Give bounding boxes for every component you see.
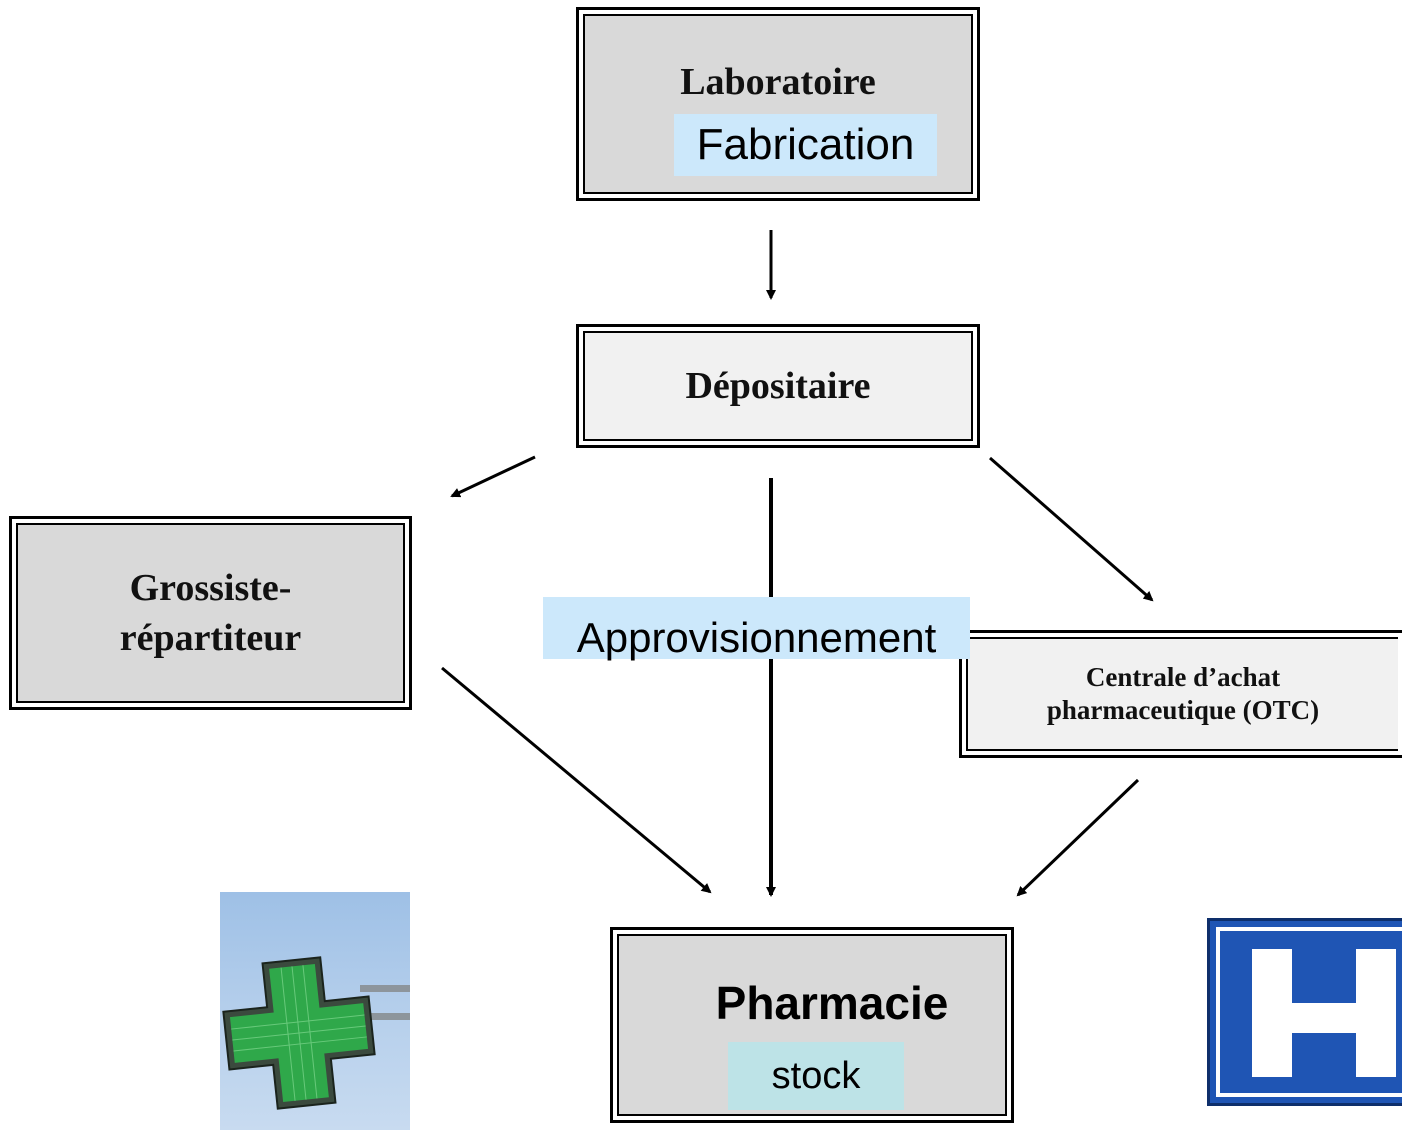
- laboratoire-title: Laboratoire: [680, 61, 876, 103]
- arrow-depositaire-to-grossiste: [450, 455, 536, 498]
- arrow-depositaire-to-centrale: [989, 456, 1154, 602]
- node-grossiste: Grossiste- répartiteur: [9, 516, 412, 710]
- hospital-h-sign-icon: [1216, 927, 1402, 1097]
- node-depositaire: Dépositaire: [576, 324, 980, 448]
- centrale-title-line2: pharmaceutique (OTC): [1046, 695, 1320, 725]
- pharmacy-cross-image: [220, 892, 410, 1130]
- node-centrale: Centrale d’achat pharmaceutique (OTC): [959, 630, 1402, 758]
- pharmacie-subtitle: stock: [728, 1042, 904, 1110]
- hospital-sign-image: [1207, 918, 1402, 1106]
- node-pharmacie: Pharmacie stock: [610, 927, 1014, 1123]
- depositaire-title: Dépositaire: [685, 365, 871, 407]
- grossiste-title-line2: répartiteur: [119, 617, 302, 659]
- arrow-grossiste-to-pharmacie: [441, 666, 712, 894]
- green-pharmacy-cross-icon: [222, 956, 410, 1110]
- centrale-title-line1: Centrale d’achat: [1085, 662, 1281, 692]
- edge-label-approvisionnement: Approvisionnement: [543, 597, 970, 661]
- pharmacie-title: Pharmacie: [715, 977, 949, 1029]
- laboratoire-subtitle: Fabrication: [674, 114, 937, 176]
- grossiste-title-line1: Grossiste-: [129, 567, 292, 609]
- node-laboratoire: Laboratoire Fabrication: [576, 7, 980, 201]
- arrow-centrale-to-pharmacie: [1016, 778, 1140, 897]
